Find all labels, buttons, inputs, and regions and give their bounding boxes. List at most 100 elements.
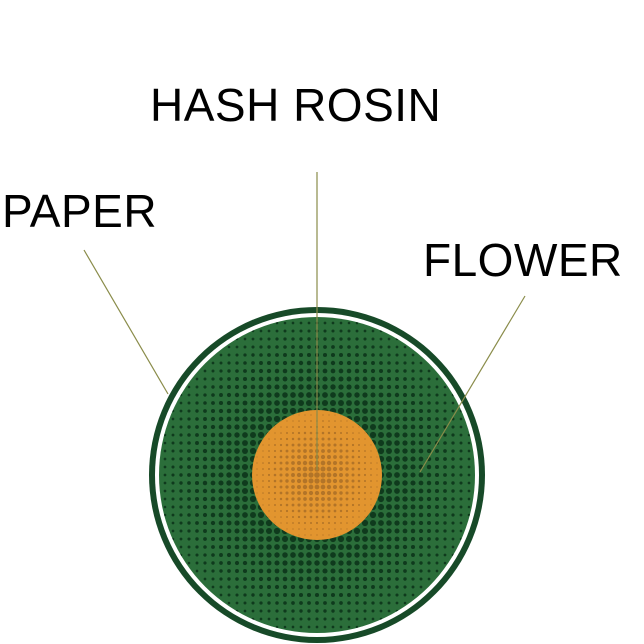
flower-dot — [241, 479, 249, 487]
flower-dot — [210, 504, 216, 510]
flower-dot — [331, 345, 335, 349]
flower-dot — [370, 400, 376, 406]
flower-dot — [459, 433, 463, 437]
paper-label: PAPER — [2, 185, 158, 237]
rosin-dot — [320, 472, 326, 478]
flower-dot — [394, 400, 400, 406]
flower-dot — [242, 400, 248, 406]
flower-dot — [163, 481, 167, 485]
flower-dot — [378, 560, 384, 566]
flower-dot — [195, 401, 199, 405]
flower-dot — [386, 520, 392, 526]
flower-dot — [331, 601, 335, 605]
rosin-dot — [345, 449, 349, 453]
flower-dot — [321, 543, 329, 551]
flower-dot — [419, 585, 423, 589]
flower-dot — [323, 617, 327, 621]
flower-dot — [226, 424, 232, 430]
flower-dot — [257, 519, 265, 527]
flower-dot — [459, 465, 463, 469]
rosin-dot — [262, 450, 264, 452]
flower-dot — [435, 377, 439, 381]
rosin-dot — [286, 528, 288, 530]
rosin-dot — [303, 449, 307, 453]
rosin-dot — [298, 426, 300, 428]
rosin-dot — [297, 515, 301, 519]
rosin-dot — [285, 497, 289, 501]
flower-dot — [369, 423, 377, 431]
flower-dot — [339, 601, 343, 605]
flower-dot — [418, 496, 424, 502]
flower-dot — [299, 609, 303, 613]
flower-dot — [202, 520, 208, 526]
flower-dot — [330, 384, 336, 390]
rosin-dot — [370, 474, 372, 476]
flower-dot — [283, 593, 287, 597]
flower-dot — [435, 417, 439, 421]
flower-dot — [435, 497, 439, 501]
flower-dot — [274, 376, 280, 382]
flower-dot — [403, 385, 407, 389]
flower-dot — [459, 473, 463, 477]
flower-dot — [291, 321, 295, 325]
flower-dot — [411, 385, 415, 389]
rosin-dot — [291, 443, 295, 447]
flower-dot — [394, 536, 400, 542]
flower-dot — [330, 568, 336, 574]
flower-dot — [210, 520, 216, 526]
rosin-dot — [297, 449, 301, 453]
flower-dot — [163, 505, 167, 509]
flower-dot — [410, 544, 416, 550]
rosin-dot — [358, 516, 360, 518]
flower-dot — [329, 399, 337, 407]
flower-dot — [385, 463, 393, 471]
flower-dot — [171, 489, 175, 493]
rosin-dot — [327, 509, 331, 513]
flower-dot — [283, 329, 287, 333]
flower-dot — [419, 553, 423, 557]
flower-dot — [379, 353, 383, 357]
flower-dot — [290, 568, 296, 574]
flower-dot — [195, 449, 199, 453]
rosin-dot — [302, 472, 308, 478]
flower-dot — [210, 424, 216, 430]
flower-dot — [443, 489, 447, 493]
flower-dot — [394, 480, 400, 486]
flower-dot — [394, 424, 400, 430]
rosin-dot — [364, 456, 366, 458]
flower-dot — [210, 488, 216, 494]
flower-dot — [378, 376, 384, 382]
flower-dot — [418, 416, 424, 422]
rosin-dot — [297, 509, 301, 513]
flower-dot — [211, 377, 215, 381]
flower-dot — [370, 536, 376, 542]
flower-dot — [403, 369, 407, 373]
flower-dot — [210, 408, 216, 414]
rosin-dot — [292, 522, 294, 524]
rosin-dot — [376, 474, 378, 476]
rosin-dot — [279, 467, 283, 471]
flower-dot — [202, 456, 208, 462]
rosin-dot — [326, 472, 332, 478]
flower-dot — [394, 448, 400, 454]
flower-dot — [394, 464, 400, 470]
rosin-dot — [327, 449, 331, 453]
flower-dot — [242, 384, 248, 390]
flower-dot — [394, 544, 400, 550]
rosin-dot — [310, 420, 312, 422]
rosin-dot — [302, 484, 308, 490]
flower-dot — [194, 472, 200, 478]
flower-dot — [250, 544, 256, 550]
flower-dot — [282, 568, 288, 574]
flower-dot — [235, 369, 239, 373]
rosin-dot — [315, 521, 319, 525]
flower-dot — [451, 545, 455, 549]
rosin-dot — [268, 516, 270, 518]
rosin-dot — [376, 450, 378, 452]
flower-dot — [394, 384, 400, 390]
flower-dot — [226, 504, 232, 510]
flower-dot — [323, 329, 327, 333]
flower-dot — [369, 511, 377, 519]
rosin-dot — [291, 473, 295, 477]
flower-dot — [330, 576, 336, 582]
